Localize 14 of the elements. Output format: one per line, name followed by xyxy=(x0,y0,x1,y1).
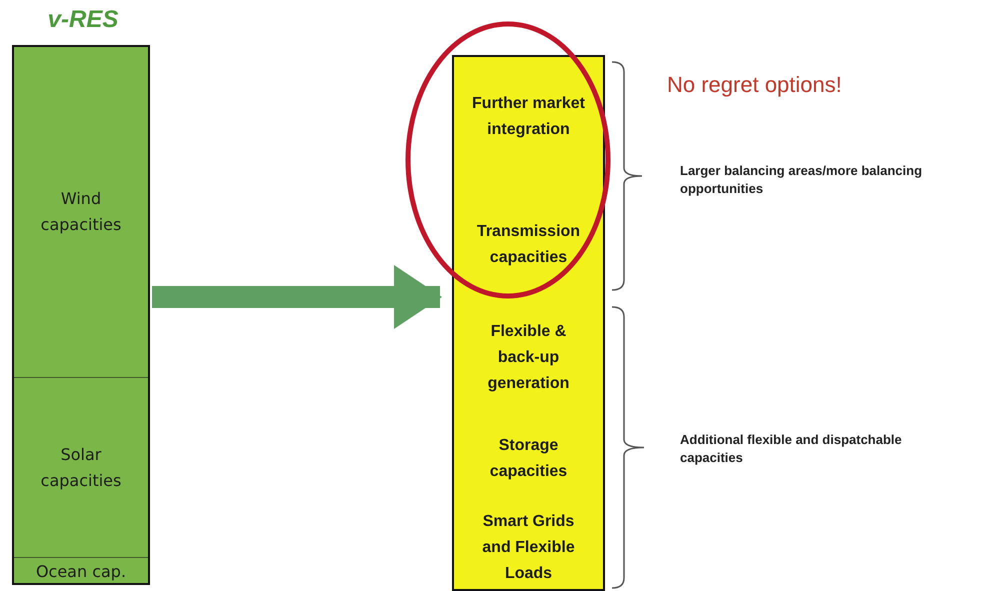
segment-label: Wind capacities xyxy=(40,188,122,236)
bar-label: Flexible & back-up generation xyxy=(486,322,570,394)
bar-label: Further market integration xyxy=(471,94,586,140)
annotation-text: Larger balancing areas/more balancing opportunities xyxy=(680,162,924,198)
bar-label: Storage capacities xyxy=(488,436,568,482)
bar-label: Smart Grids and Flexible Loads xyxy=(481,512,576,584)
bar-label: Transmission capacities xyxy=(476,222,582,268)
segment-label: Solar capacities xyxy=(40,444,122,492)
annotation-text: Additional flexible and dispatchable capacities xyxy=(680,431,903,467)
stacked-bar xyxy=(452,55,605,591)
note-heading: No regret options! xyxy=(667,72,842,98)
arrow xyxy=(152,265,442,329)
segment-label: Ocean cap. xyxy=(34,561,128,583)
bar-heading: v-RES xyxy=(46,5,120,35)
